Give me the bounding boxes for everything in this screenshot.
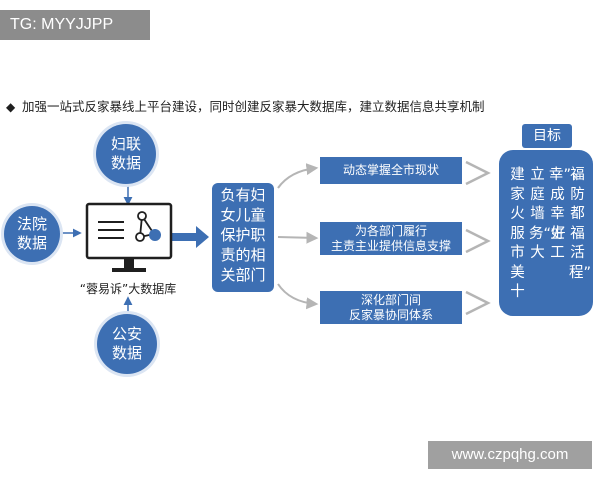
goal-column-4: 福防都福活程”: [569, 167, 592, 281]
arrow-to-output-2: [277, 231, 319, 244]
output-3-line1: 深化部门间: [360, 292, 421, 307]
source-fulian-label: 妇联数据: [110, 135, 141, 172]
output-1-line1: 动态掌握全市现状: [342, 163, 439, 177]
output-2-line1: 为各部门履行: [354, 223, 427, 238]
goal-box: 建家火服市美十 立庭墙务“好大 幸”，成幸生工 福防都福活程”: [499, 150, 593, 316]
diagram-heading: ◆ 加强一站式反家暴线上平台建设，同时创建反家暴大数据库，建立数据信息共享机制: [6, 96, 596, 115]
big-arrow-to-departments: [171, 226, 209, 248]
source-fulian-data: 妇联数据: [96, 124, 156, 184]
goal-label: 目标: [522, 124, 572, 148]
chevron-right-icon: [465, 160, 491, 186]
output-box-1: 动态掌握全市现状: [320, 157, 462, 184]
watermark-top-left: TG: MYYJJPP: [0, 10, 150, 40]
arrow-to-output-3: [277, 283, 319, 310]
database-caption: “蓉易诉”大数据库: [79, 282, 177, 296]
source-court-label: 法院数据: [16, 215, 47, 252]
watermark-bottom-right: www.czpqhg.com: [428, 441, 592, 469]
output-3-line2: 反家暴协同体系: [348, 307, 433, 322]
goal-column-3: 幸”，成幸生工: [549, 167, 586, 261]
output-box-2: 为各部门履行 主责主业提供信息支撑: [320, 222, 462, 255]
goal-column-1: 建家火服市美十: [510, 167, 525, 300]
diamond-bullet-icon: ◆: [6, 100, 16, 114]
chevron-right-icon: [465, 228, 491, 254]
departments-box: 负有妇女儿童保护职责的相关部门: [212, 183, 274, 292]
output-2-line2: 主责主业提供信息支撑: [330, 238, 451, 253]
goal-column-2: 立庭墙务“好大: [529, 167, 566, 261]
source-police-data: 公安数据: [97, 314, 157, 374]
source-police-label: 公安数据: [111, 325, 142, 362]
heading-text: 加强一站式反家暴线上平台建设，同时创建反家暴大数据库，建立数据信息共享机制: [22, 99, 485, 114]
source-court-data: 法院数据: [4, 206, 60, 262]
output-box-3: 深化部门间 反家暴协同体系: [320, 291, 462, 324]
monitor-database-icon: [85, 202, 173, 272]
arrow-to-output-1: [277, 163, 319, 189]
chevron-right-icon: [465, 290, 491, 316]
